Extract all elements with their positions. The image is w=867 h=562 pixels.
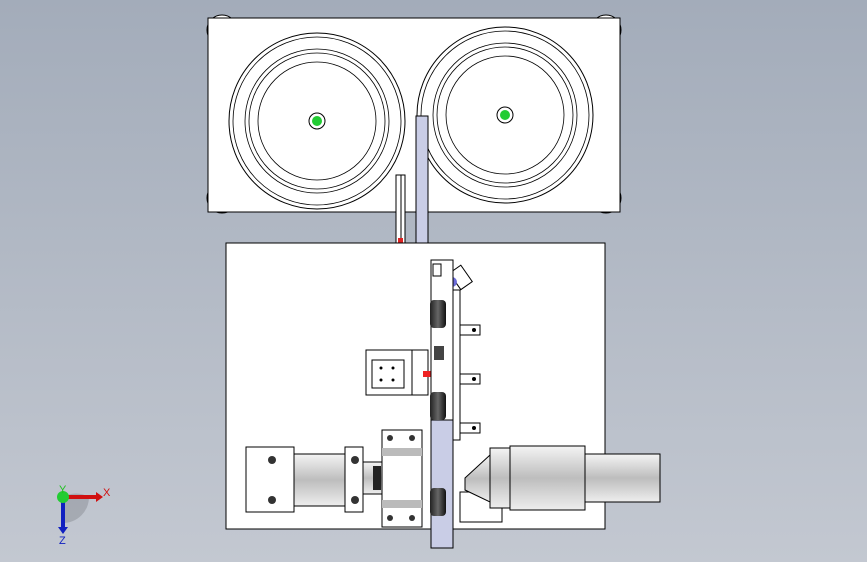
- sensor-block: [365, 349, 433, 396]
- pneumatic-cylinder: [245, 429, 423, 528]
- motor: [459, 445, 661, 523]
- hub-indicator: [312, 116, 322, 126]
- feeder-rail: [430, 259, 454, 549]
- right-reel: [416, 26, 594, 204]
- left-reel: [228, 32, 406, 210]
- tape-guide: [395, 115, 429, 249]
- y-axis-origin: [57, 491, 69, 503]
- z-axis-label: Z: [59, 535, 66, 547]
- y-axis-label: Y: [59, 484, 67, 496]
- orientation-triad: X Y Z: [57, 484, 111, 547]
- hub-indicator: [500, 110, 510, 120]
- x-axis-label: X: [103, 487, 111, 499]
